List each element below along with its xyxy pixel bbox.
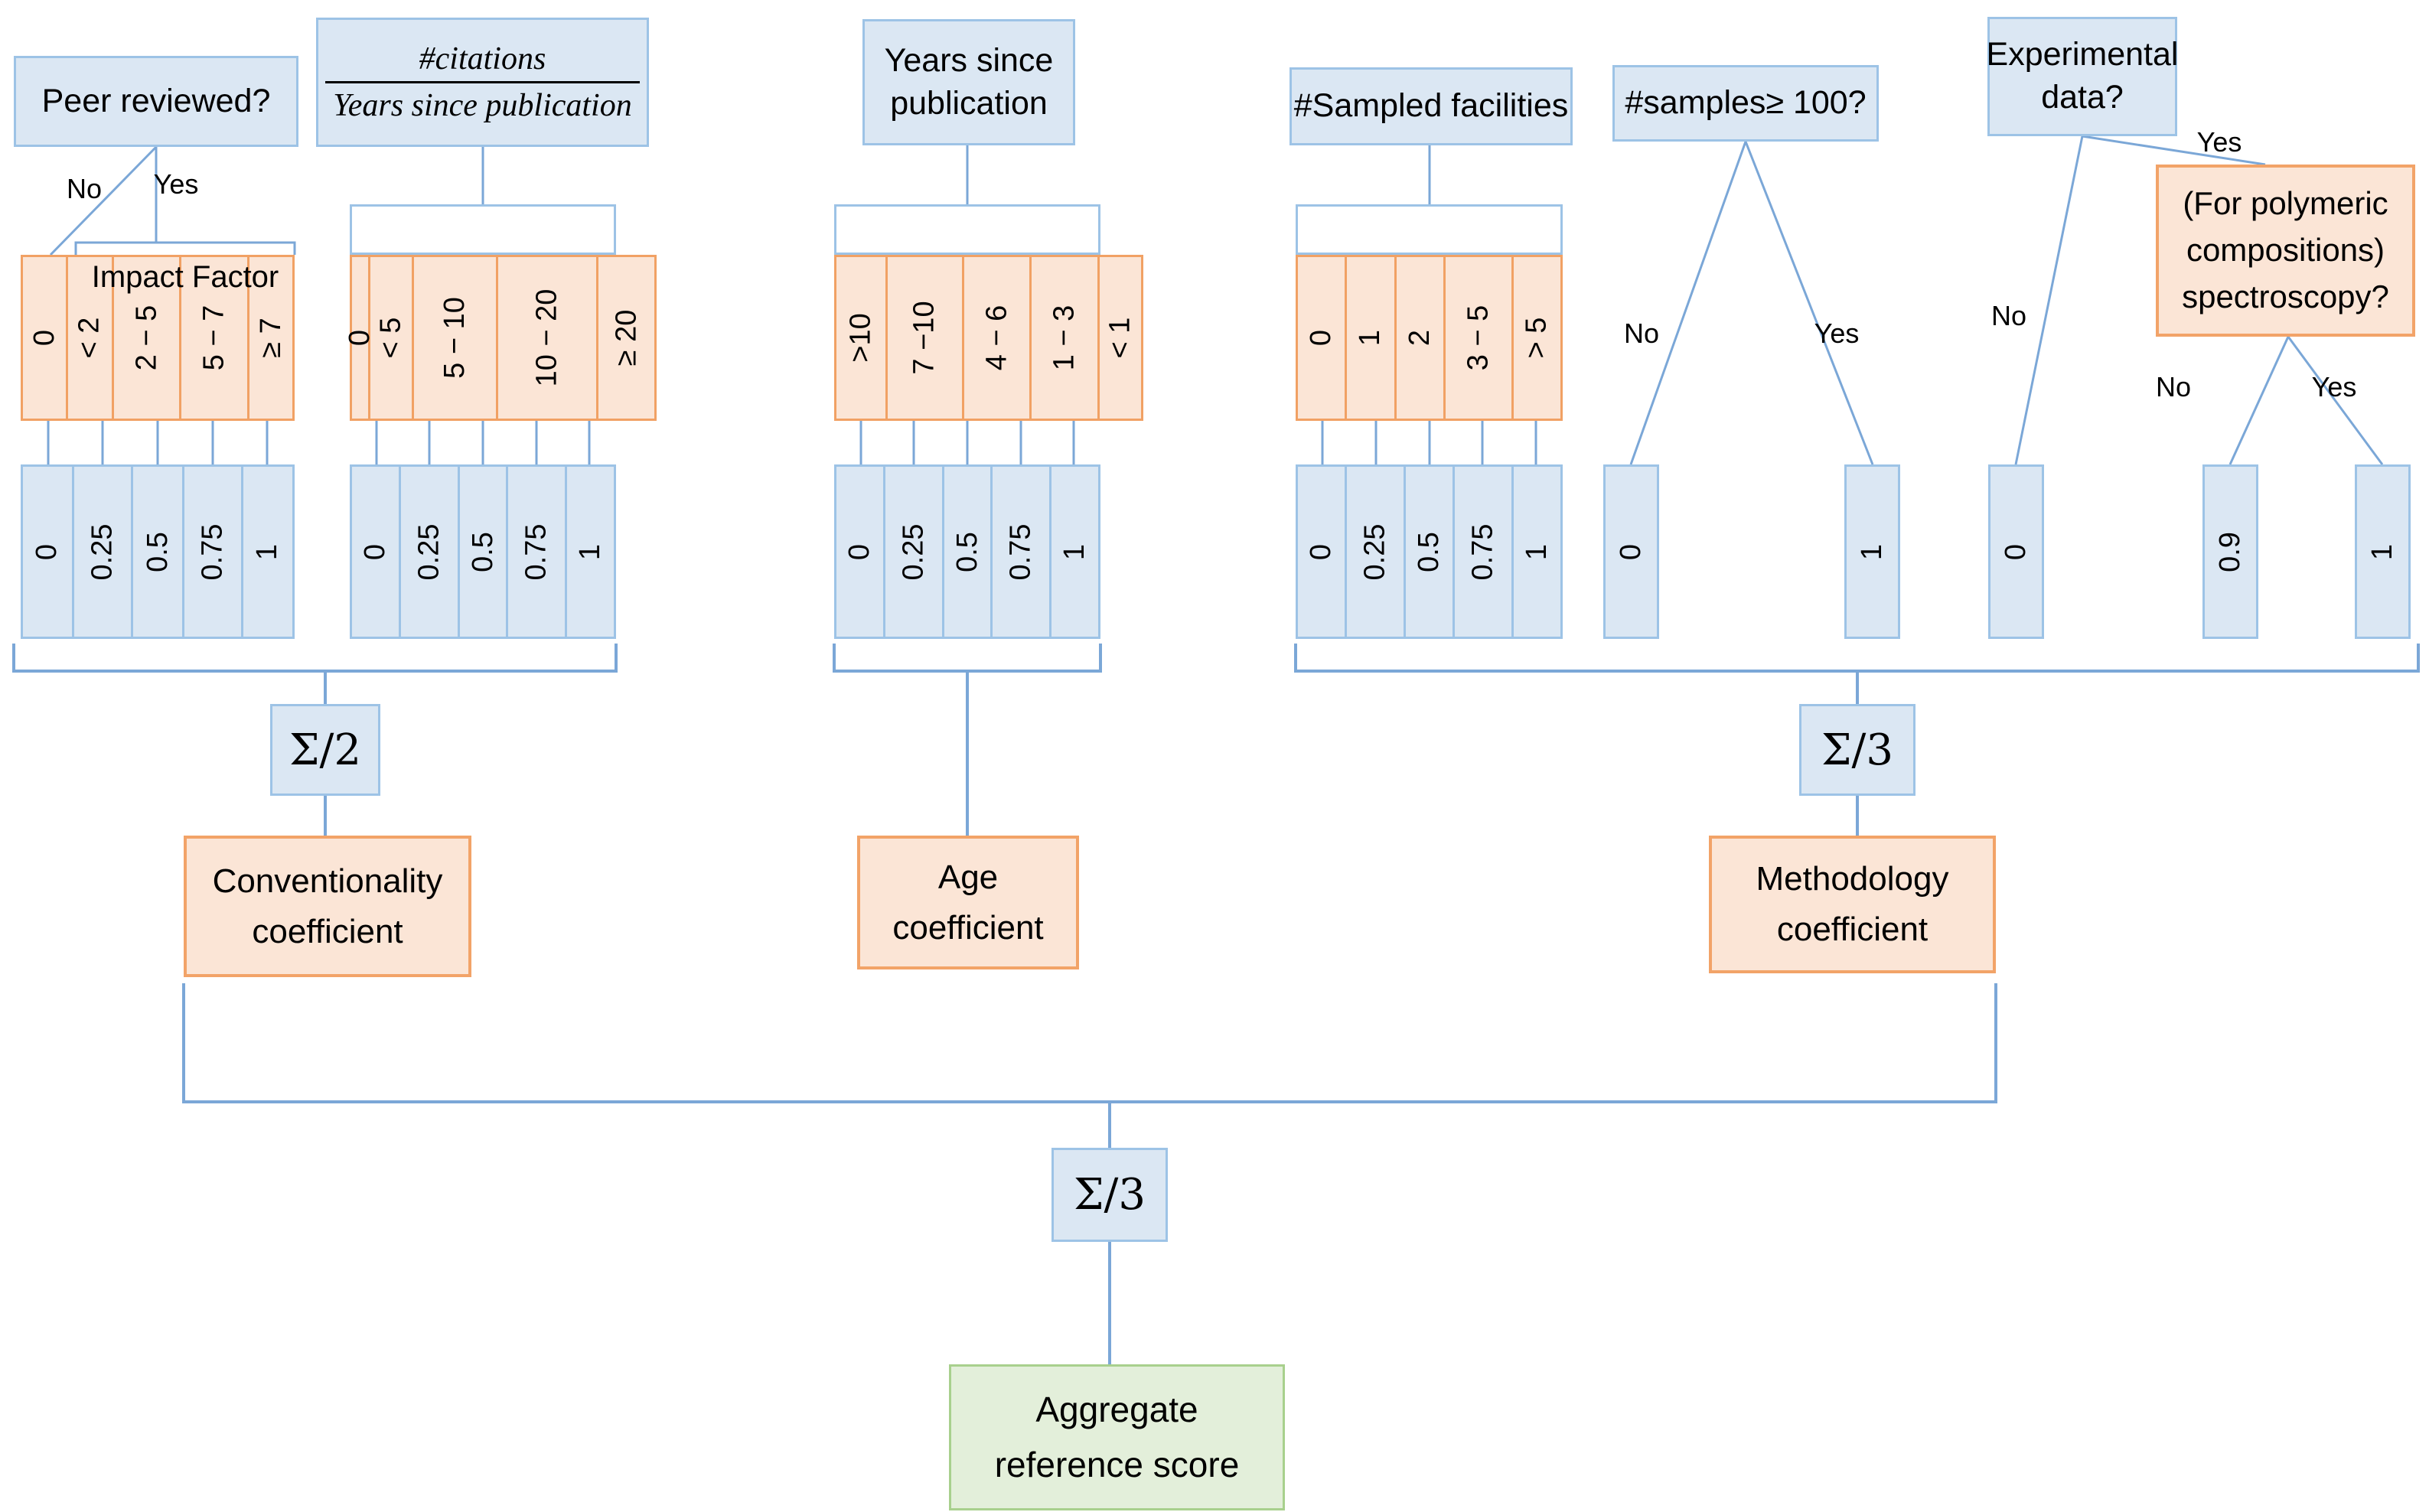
age-coefficient-box: Age coefficient [857, 836, 1079, 969]
impact-factor-header: Impact Factor [91, 260, 279, 294]
range-cell: 2 − 5 [113, 255, 182, 421]
facilities-connector-box [1296, 204, 1563, 255]
citation-rate-connector-box [350, 204, 616, 255]
score-cell: 1 [1051, 464, 1100, 639]
sampled-facilities-title: #Sampled facilities [1293, 87, 1569, 125]
samples-no-score-box: 0 [1603, 464, 1659, 639]
range-cell: 5 − 10 [414, 255, 498, 421]
samples-100-title: #samples≥ 100? [1625, 84, 1867, 122]
spectroscopy-title: (For polymeric compositions) spectroscop… [2182, 185, 2389, 314]
experimental-data-question-box: Experimental data? [1986, 17, 2179, 136]
impact-factor-score-row: 0 0.25 0.5 0.75 1 [21, 464, 295, 639]
range-cell: ≥ 7 [249, 255, 295, 421]
range-cell: 1 − 3 [1032, 255, 1100, 421]
range-cell: 10 − 20 [497, 255, 598, 421]
score-cell: 0.5 [459, 464, 509, 639]
range-cell: 4 − 6 [963, 255, 1032, 421]
score-cell: 0 [1296, 464, 1348, 639]
samples-yes-score-box: 1 [1844, 464, 1900, 639]
methodology-sum-box: Σ/3 [1799, 704, 1915, 796]
experimental-no-score-box: 0 [1988, 464, 2044, 639]
samples-yes-label: Yes [1814, 318, 1860, 349]
score-cell: 0.75 [1455, 464, 1514, 639]
range-cell: 0 [1296, 255, 1348, 421]
years-since-publication-box: Years since publication [862, 19, 1075, 145]
fraction-denominator: Years since publication [325, 81, 640, 125]
impact-factor-range-row: 0 < 2 2 − 5 5 − 7 ≥ 7 [21, 255, 295, 421]
range-cell: 0 [344, 255, 376, 421]
score-cell: 0.5 [132, 464, 184, 639]
range-cell: 7 −10 [888, 255, 964, 421]
score-cell: 1 [243, 464, 295, 639]
range-cell: >10 [834, 255, 888, 421]
score-cell: 0.25 [1347, 464, 1406, 639]
range-cell: ≥ 20 [598, 255, 657, 421]
range-cell: < 1 [1099, 255, 1143, 421]
years-since-publication-title: Years since publication [884, 41, 1054, 122]
methodology-coefficient-box: Methodology coefficient [1709, 836, 1996, 973]
spectroscopy-yes-score-box: 1 [2355, 464, 2411, 639]
range-cell: 0 [21, 255, 69, 421]
spectroscopy-no-score-box: 0.9 [2202, 464, 2258, 639]
final-sum-box: Σ/3 [1051, 1148, 1168, 1242]
sampled-facilities-box: #Sampled facilities [1289, 67, 1573, 145]
range-cell: 5 − 7 [181, 255, 249, 421]
range-cell: 1 [1347, 255, 1397, 421]
score-cell: 1 [567, 464, 616, 639]
range-cell: < 5 [370, 255, 415, 421]
range-cell: < 2 [68, 255, 114, 421]
spectroscopy-yes-label: Yes [2311, 371, 2357, 402]
peer-no-label: No [66, 173, 103, 204]
years-score-row: 0 0.25 0.5 0.75 1 [834, 464, 1100, 639]
conventionality-sum-box: Σ/2 [270, 704, 380, 796]
range-cell: > 5 [1513, 255, 1563, 421]
peer-yes-label: Yes [153, 168, 199, 200]
facilities-range-row: 0 1 2 3 − 5 > 5 [1296, 255, 1563, 421]
score-cell: 0.75 [993, 464, 1052, 639]
score-cell: 0 [21, 464, 75, 639]
facilities-score-row: 0 0.25 0.5 0.75 1 [1296, 464, 1563, 639]
peer-reviewed-title: Peer reviewed? [41, 82, 271, 119]
conventionality-coefficient-box: Conventionality coefficient [184, 836, 471, 977]
spectroscopy-question-box: (For polymeric compositions) spectroscop… [2156, 165, 2415, 337]
score-cell: 0.75 [508, 464, 568, 639]
aggregate-reference-score-box: Aggregate reference score [949, 1364, 1285, 1510]
score-cell: 0.25 [400, 464, 460, 639]
score-cell: 0.5 [1405, 464, 1455, 639]
fraction-numerator: #citations [419, 41, 546, 77]
range-cell: 2 [1396, 255, 1446, 421]
score-cell: 0 [834, 464, 885, 639]
citation-rate-fraction: #citations Years since publication [325, 40, 640, 125]
citation-rate-box: #citations Years since publication [316, 18, 649, 147]
citation-rate-range-row: 0 < 5 5 − 10 10 − 20 ≥ 20 [344, 255, 657, 421]
experimental-yes-label: Yes [2196, 126, 2242, 158]
score-cell: 1 [1513, 464, 1563, 639]
years-range-row: >10 7 −10 4 − 6 1 − 3 < 1 [834, 255, 1143, 421]
range-cell: 3 − 5 [1446, 255, 1514, 421]
years-connector-box [834, 204, 1100, 255]
samples-100-question-box: #samples≥ 100? [1612, 65, 1879, 142]
score-cell: 0 [350, 464, 401, 639]
score-cell: 0.5 [944, 464, 993, 639]
experimental-no-label: No [1990, 300, 2027, 331]
score-cell: 0.25 [885, 464, 944, 639]
peer-reviewed-question-box: Peer reviewed? [14, 56, 298, 147]
citation-rate-score-row: 0 0.25 0.5 0.75 1 [350, 464, 616, 639]
score-cell: 0.75 [184, 464, 243, 639]
spectroscopy-no-label: No [2155, 371, 2192, 402]
score-cell: 0.25 [74, 464, 133, 639]
samples-no-label: No [1623, 318, 1660, 349]
experimental-data-title: Experimental data? [1986, 36, 2179, 116]
